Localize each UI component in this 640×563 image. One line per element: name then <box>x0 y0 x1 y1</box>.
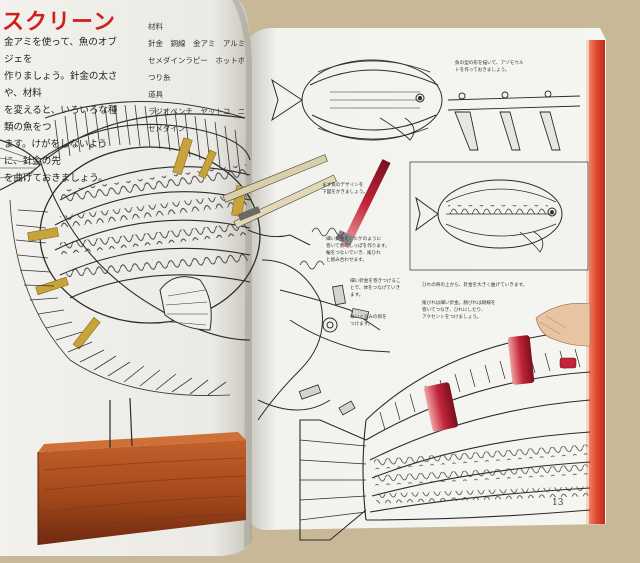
materials-item: セメダインラピー ホットボ <box>148 56 244 65</box>
tools-item: ラジオペンチ ヤットコ ニッ <box>148 107 244 116</box>
materials-heading: 材料 <box>148 22 163 31</box>
intro-line: を曲げておきましょう。 <box>4 173 108 184</box>
tools-heading: 道具 <box>148 90 163 99</box>
caption-step-6: ひれの骨の上から、針金を大きく曲げていきます。 <box>422 283 528 288</box>
materials-item: 針金 銅線 金アミ アルミ <box>148 39 244 48</box>
caption-step-3: 細い針金を、ヒゲのように 巻いて魚のしっぽを作ります。 輪をつないでいき、尾ひれ… <box>326 237 390 263</box>
caption-step-7: 尾びれは細い針金。胴びれは銅線を 巻いてつなぎ、ひれにしたり、 アクセントをつけ… <box>422 301 496 320</box>
materials-item: つり糸 <box>148 73 171 82</box>
article-title: スクリーン <box>2 10 116 35</box>
caption-step-4: 細い針金を巻きつけるこ とで、体をつなげていき ます。 <box>350 279 401 298</box>
tools-item: セメダイン <box>148 124 186 133</box>
page-number: 13 <box>552 498 564 508</box>
intro-line: 金アミを使って、魚のオブジェを <box>4 37 117 65</box>
intro-line: を変えると、いろいろな種類の魚をつ <box>4 105 118 133</box>
caption-step-1: 魚の型の形を描いて、アゾモウル トを作っておきましょう。 <box>455 61 524 73</box>
intro-text: 金アミを使って、魚のオブジェを 作りましょう。針金の太さや、材料 を変えると、い… <box>4 34 124 187</box>
materials-list: 材料 針金 銅線 金アミ アルミ セメダインラピー ホットボ つり糸 道具 ラジ… <box>148 18 244 137</box>
caption-step-2: まず魚のデザインを 下図をかきましょう。 <box>322 183 368 195</box>
caption-step-5: ぬいぐるみの目を つけます。 <box>350 315 387 327</box>
intro-line: 作りましょう。針金の太さや、材料 <box>4 71 118 99</box>
intro-line: ます。けがをしないように、針金の先 <box>4 139 108 167</box>
